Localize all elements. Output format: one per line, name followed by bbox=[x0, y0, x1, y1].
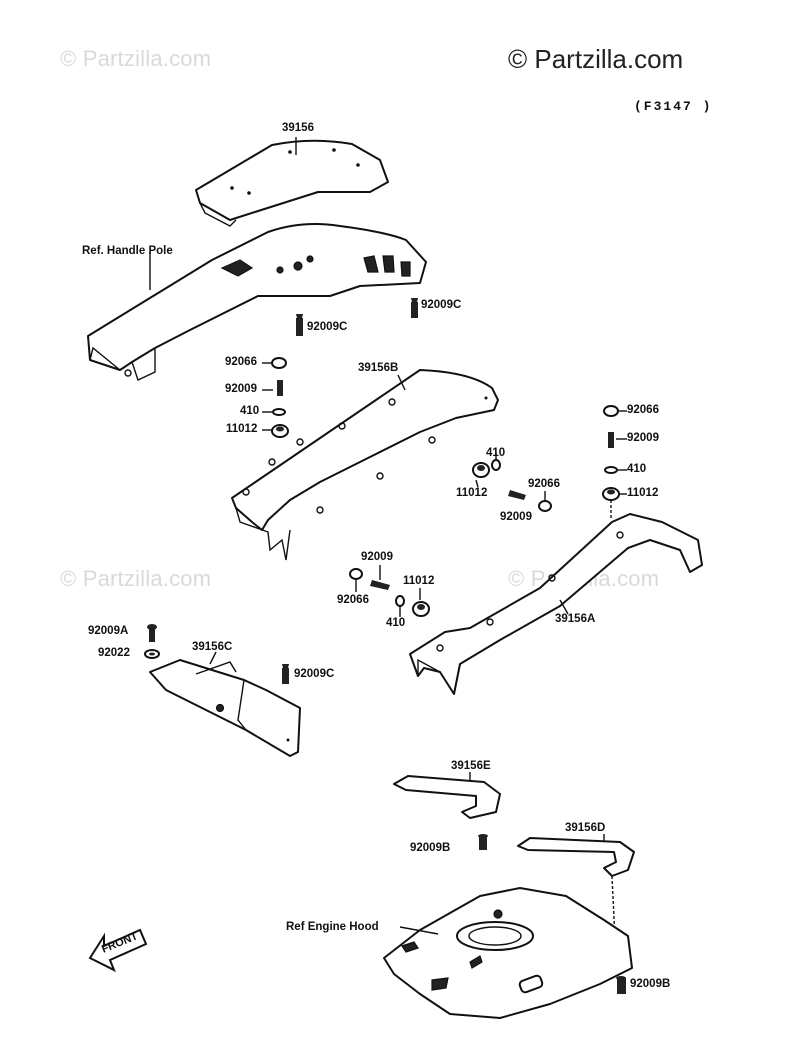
copyright-text: © Partzilla.com bbox=[508, 44, 684, 74]
cap-92066-right[interactable] bbox=[603, 405, 619, 417]
callout-410: 410 bbox=[627, 463, 647, 475]
callout-92009: 92009 bbox=[225, 383, 257, 395]
ref-handle-pole-shape bbox=[87, 223, 427, 381]
callout-92022: 92022 bbox=[98, 647, 130, 659]
part-39156b-cover[interactable] bbox=[231, 369, 499, 561]
grommet-11012-low[interactable] bbox=[412, 601, 430, 617]
watermark: © Partzilla.com bbox=[60, 566, 212, 591]
washer-410-right[interactable] bbox=[604, 466, 618, 474]
washer-410-mid[interactable] bbox=[491, 459, 501, 471]
cap-92066-low[interactable] bbox=[349, 568, 363, 580]
callout-92009: 92009 bbox=[627, 432, 659, 444]
callout-410: 410 bbox=[486, 447, 506, 459]
screw-92009-mid[interactable] bbox=[508, 490, 526, 500]
part-39156c-plate[interactable] bbox=[149, 659, 301, 757]
callout-39156d: 39156D bbox=[565, 822, 606, 834]
callout-92009b: 92009B bbox=[410, 842, 451, 854]
screw-92009-low[interactable] bbox=[370, 580, 390, 590]
callout-92009c: 92009C bbox=[421, 299, 462, 311]
washer-92022[interactable] bbox=[144, 649, 160, 659]
callout-39156b: 39156B bbox=[358, 362, 399, 374]
part-39156e-strip[interactable] bbox=[393, 775, 501, 819]
callout-39156a: 39156A bbox=[555, 613, 596, 625]
screw-92009b-b[interactable] bbox=[616, 976, 626, 994]
callout-410: 410 bbox=[386, 617, 406, 629]
callout-92009b: 92009B bbox=[630, 978, 671, 990]
callout-410: 410 bbox=[240, 405, 260, 417]
callout-11012: 11012 bbox=[627, 487, 659, 499]
front-arrow-icon bbox=[88, 928, 148, 973]
screw-92009c-b[interactable] bbox=[296, 314, 303, 336]
cap-92066-left[interactable] bbox=[271, 357, 287, 369]
screw-92009a[interactable] bbox=[147, 624, 157, 642]
screw-92009-right[interactable] bbox=[608, 432, 614, 448]
screw-92009b-a[interactable] bbox=[478, 834, 488, 850]
callout-92009a: 92009A bbox=[88, 625, 129, 637]
callout-92066: 92066 bbox=[337, 594, 369, 606]
callout-11012: 11012 bbox=[403, 575, 435, 587]
washer-410-left[interactable] bbox=[272, 408, 286, 416]
callout-92066: 92066 bbox=[627, 404, 659, 416]
screw-92009c-c[interactable] bbox=[282, 664, 289, 684]
part-39156a-bracket[interactable] bbox=[409, 513, 703, 695]
callout-ref-engine-hood: Ref Engine Hood bbox=[286, 921, 379, 933]
callout-11012: 11012 bbox=[226, 423, 258, 435]
callout-ref-handle-pole: Ref. Handle Pole bbox=[82, 245, 173, 257]
grommet-11012-left[interactable] bbox=[271, 424, 289, 438]
figure-code: (F3147 ) bbox=[634, 99, 713, 114]
grommet-11012-mid[interactable] bbox=[472, 462, 490, 478]
ref-engine-hood-shape bbox=[383, 887, 633, 1019]
screw-92009-left[interactable] bbox=[277, 380, 283, 396]
cap-92066-mid[interactable] bbox=[538, 500, 552, 512]
callout-39156e: 39156E bbox=[451, 760, 491, 772]
washer-410-low[interactable] bbox=[395, 595, 405, 607]
callout-39156: 39156 bbox=[282, 122, 314, 134]
callout-92009c: 92009C bbox=[307, 321, 348, 333]
callout-92009: 92009 bbox=[361, 551, 393, 563]
screw-92009c-a[interactable] bbox=[411, 298, 418, 318]
watermark: © Partzilla.com bbox=[60, 46, 212, 71]
callout-92066: 92066 bbox=[225, 356, 257, 368]
part-39156-cover[interactable] bbox=[195, 139, 389, 227]
grommet-11012-right[interactable] bbox=[602, 487, 620, 501]
callout-39156c: 39156C bbox=[192, 641, 233, 653]
part-39156d-strip[interactable] bbox=[517, 837, 635, 877]
callout-92009: 92009 bbox=[500, 511, 532, 523]
callout-92066: 92066 bbox=[528, 478, 560, 490]
callout-92009c: 92009C bbox=[294, 668, 335, 680]
callout-11012: 11012 bbox=[456, 487, 488, 499]
